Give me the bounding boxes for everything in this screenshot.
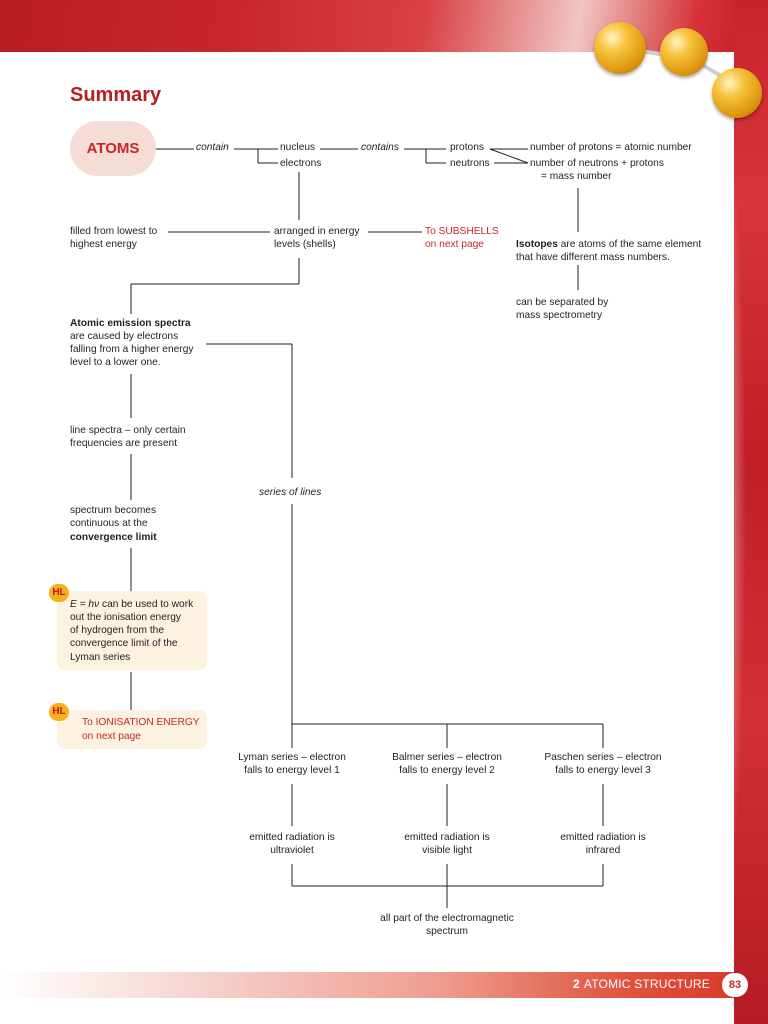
continuous-line1: spectrum becomes [70,505,157,516]
protons-node: protons [450,142,484,153]
lyman-series-line2: falls to energy level 1 [244,765,340,776]
ultraviolet-line1: emitted radiation is [249,832,335,843]
balmer-series-line1: Balmer series – electron [392,752,502,763]
ultraviolet-line2: ultraviolet [270,845,314,856]
contains-label: contains [361,142,399,153]
hl-badge: HL [49,703,69,721]
ehv-text-line1: E = hν can be used to work [70,599,194,610]
paschen-series-line2: falls to energy level 3 [555,765,651,776]
filled-text-line2: highest energy [70,239,137,250]
molecule-decoration [580,10,768,130]
paschen-series-line1: Paschen series – electron [544,752,662,763]
footer-band [0,972,734,998]
mass-number-rule-line2: = mass number [541,171,612,182]
mass-spectrometry-line1: can be separated by [516,297,609,308]
emission-text-line3: falling from a higher energy [70,344,194,355]
subshells-link-line1[interactable]: To SUBSHELLS [425,226,499,237]
energy-levels-node-line1: arranged in energy [274,226,360,237]
page-number: 83 [722,973,748,997]
subshells-link-line2[interactable]: on next page [425,239,484,250]
energy-levels-node-line2: levels (shells) [274,239,336,250]
mass-number-rule-line1: number of neutrons + protons [530,158,664,169]
atomic-number-rule: number of protons = atomic number [530,142,692,153]
isotopes-term: Isotopes [516,239,558,250]
ehv-text-line3: of hydrogen from the [70,625,165,636]
ionisation-link-line2[interactable]: on next page [82,731,141,742]
nucleus-node: nucleus [280,142,316,153]
infrared-line1: emitted radiation is [560,832,646,843]
lyman-series-line1: Lyman series – electron [238,752,346,763]
line-spectra-line2: frequencies are present [70,438,178,449]
infrared-line2: infrared [585,845,621,856]
page-title: Summary [70,84,162,106]
ehv-text-line4: convergence limit of the [70,638,178,649]
ehv-text-line5: Lyman series [70,652,131,663]
visible-light-line2: visible light [422,845,472,856]
neutrons-node: neutrons [450,158,490,169]
right-decorative-band [716,0,768,1024]
continuous-line2: continuous at the [70,518,148,529]
isotopes-text-line1: Isotopes are atoms of the same element [516,239,702,250]
balmer-series-line2: falls to energy level 2 [399,765,495,776]
filled-text-line1: filled from lowest to [70,226,158,237]
mass-spectrometry-line2: mass spectrometry [516,310,603,321]
ionisation-link-line1[interactable]: To IONISATION ENERGY [82,717,200,728]
isotopes-text-line2: that have different mass numbers. [516,252,670,263]
electrons-node: electrons [280,158,322,169]
em-spectrum-line2: spectrum [426,926,468,937]
emission-text-line4: level to a lower one. [70,357,161,368]
atoms-node: ATOMS [70,121,156,176]
hl-badge: HL [49,584,69,602]
visible-light-line1: emitted radiation is [404,832,490,843]
convergence-limit-term: convergence limit [70,532,157,543]
ehv-text-line2: out the ionisation energy [70,612,182,623]
emission-spectra-heading: Atomic emission spectra [70,318,191,329]
ehv-formula: E = hν [70,599,100,610]
hl-ionisation-link-box [57,710,207,749]
em-spectrum-line1: all part of the electromagnetic [380,913,514,924]
series-of-lines-label: series of lines [259,487,322,498]
chapter-title: ATOMIC STRUCTURE [583,977,710,991]
hl-ionisation-box [57,591,207,670]
chapter-number: 2 [573,977,580,991]
contain-label: contain [196,142,229,153]
emission-text-line2: are caused by electrons [70,331,179,342]
line-spectra-line1: line spectra – only certain [70,425,186,436]
